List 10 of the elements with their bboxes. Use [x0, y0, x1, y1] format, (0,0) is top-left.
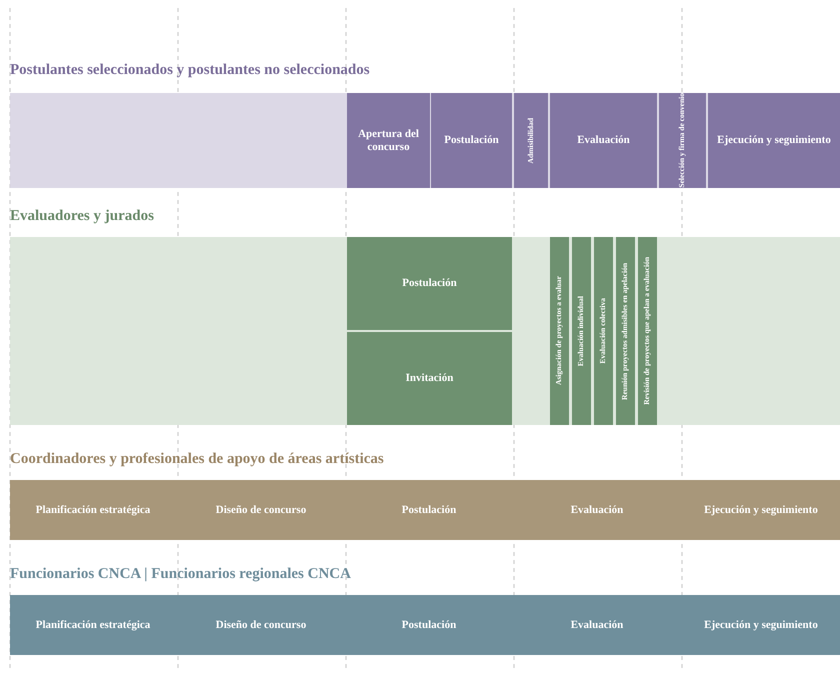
stage-box: Apertura del concurso [347, 93, 430, 188]
stage-box: Invitación [347, 332, 512, 425]
stage-box: Ejecución y seguimiento [708, 93, 840, 188]
stage-box: Evaluación [550, 93, 657, 188]
stage-box: Postulación [431, 93, 512, 188]
lane-heading: Funcionarios CNCA | Funcionarios regionales CNCA [10, 566, 351, 583]
lane-heading: Coordinadores y profesionales de apoyo de áreas artísticas [10, 451, 384, 468]
stage-box: Postulación [347, 237, 512, 330]
lane-heading: Postulantes seleccionados y postulantes no seleccionados [10, 62, 370, 79]
lane-heading: Evaluadores y jurados [10, 208, 154, 225]
